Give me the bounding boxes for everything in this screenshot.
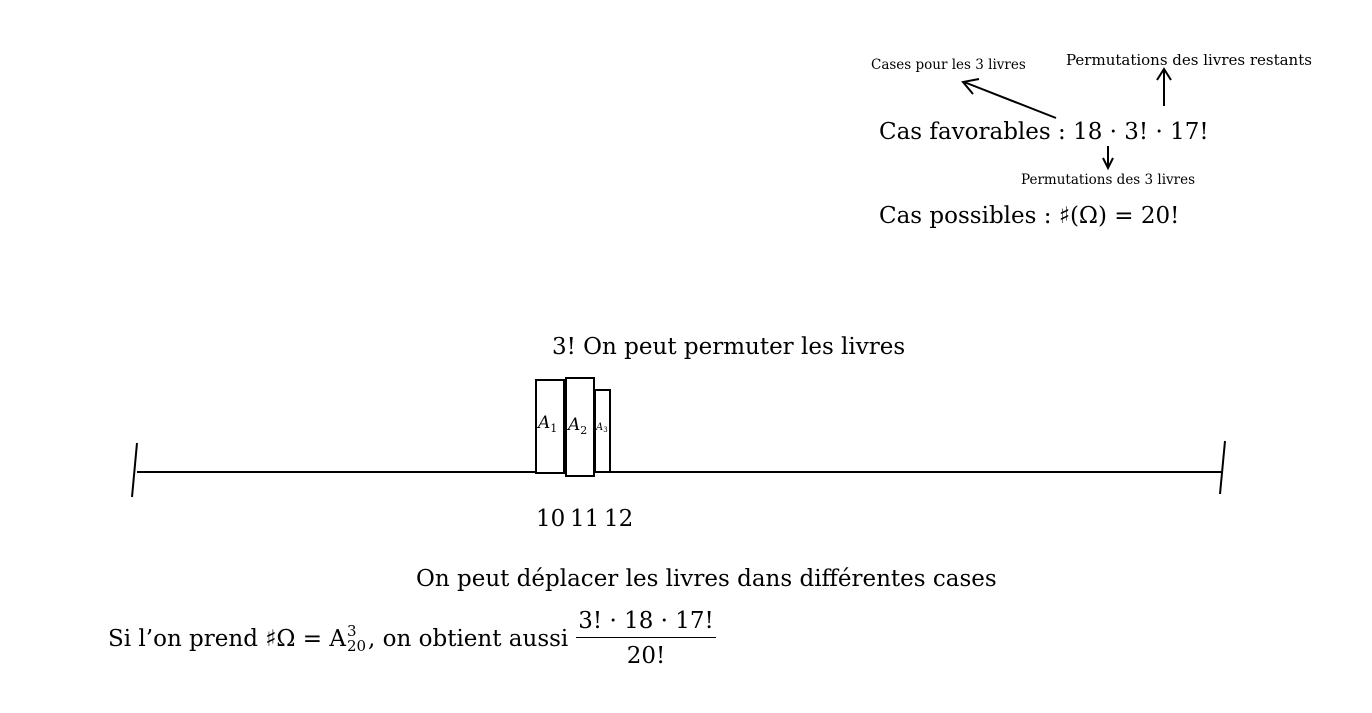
move-caption: On peut déplacer les livres dans différe…: [416, 566, 997, 592]
three-books-permutations-label: Permutations des 3 livres: [1021, 172, 1196, 188]
book-a3-label: A3: [595, 422, 608, 434]
arrangement-formula: Si l’on prend ♯Ω = A 3 20 , on obtient a…: [108, 608, 716, 669]
favorable-cases: Cas favorables : 18 · 3! · 17!: [879, 119, 1209, 145]
position-label-11: 11: [570, 506, 600, 532]
formula-middle: , on obtient aussi: [368, 625, 569, 652]
possible-cases: Cas possibles : ♯(Ω) = 20!: [879, 203, 1179, 229]
fraction-denominator: 20!: [626, 643, 666, 669]
arrow-cases: [961, 78, 1057, 119]
possible-cases-expr: ♯(Ω) = 20!: [1058, 203, 1180, 229]
favorable-cases-label: Cas favorables :: [879, 119, 1066, 145]
formula-prefix: Si l’on prend ♯Ω = A: [108, 625, 346, 652]
cases-label: Cases pour les 3 livres: [871, 57, 1026, 73]
favorable-cases-expr: 18 · 3! · 17!: [1073, 119, 1209, 145]
fraction-numerator: 3! · 18 · 17!: [576, 608, 716, 638]
book-a3: [594, 389, 611, 473]
shelf-left-tick: [131, 442, 138, 498]
arrow-remaining: [1156, 67, 1172, 106]
book-a1: [535, 379, 565, 474]
formula-fraction: 3! · 18 · 17! 20!: [576, 608, 716, 669]
book-a2: [565, 377, 595, 477]
arrow-three-books: [1102, 146, 1114, 171]
shelf-right-tick: [1219, 440, 1226, 495]
position-label-12: 12: [604, 506, 634, 532]
permute-caption: 3! On peut permuter les livres: [552, 334, 906, 360]
position-label-10: 10: [536, 506, 566, 532]
remaining-permutations-label: Permutations des livres restants: [1066, 51, 1312, 69]
book-a2-label: A2: [566, 415, 587, 437]
book-a1-label: A1: [536, 413, 557, 435]
formula-sup: 3: [346, 621, 357, 640]
formula-sub: 20: [346, 636, 367, 655]
possible-cases-label: Cas possibles :: [879, 203, 1052, 229]
